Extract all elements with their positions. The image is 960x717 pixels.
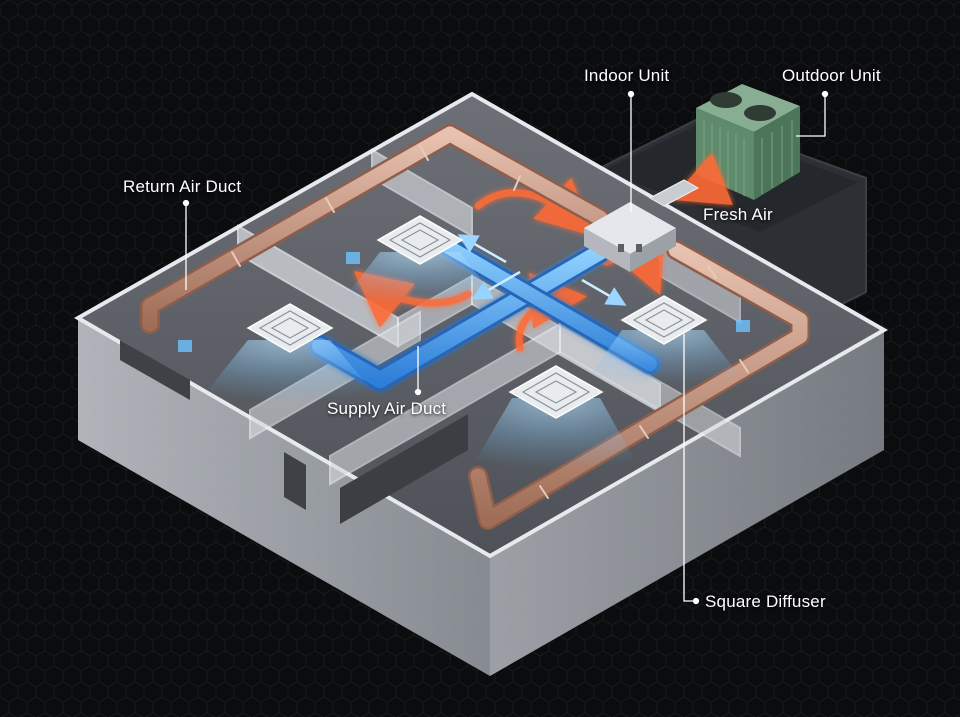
door-opening xyxy=(120,340,190,400)
callout-lines xyxy=(182,90,829,605)
square-diffuser-icon xyxy=(620,295,708,345)
air-blow-cones xyxy=(200,252,746,470)
square-diffuser-icon xyxy=(508,365,604,419)
square-diffuser-icon xyxy=(246,303,334,353)
fresh-air-duct xyxy=(648,179,700,207)
building-wall-right xyxy=(490,330,884,676)
indoor-unit-icon xyxy=(584,202,676,272)
door-opening xyxy=(340,414,468,524)
return-air-duct xyxy=(140,124,810,530)
square-diffuser-label: Square Diffuser xyxy=(705,592,826,611)
supply-air-duct-label: Supply Air Duct xyxy=(327,399,447,418)
door-opening xyxy=(284,452,306,510)
outdoor-unit-icon xyxy=(696,84,800,200)
indoor-unit-label: Indoor Unit xyxy=(584,66,670,85)
building-rim xyxy=(73,91,889,559)
outdoor-unit-label: Outdoor Unit xyxy=(782,66,881,85)
square-diffuser-icon xyxy=(376,215,464,265)
return-vent xyxy=(736,320,750,332)
return-vent xyxy=(346,252,360,264)
return-vent xyxy=(178,340,192,352)
fresh-air-label: Fresh Air xyxy=(703,205,773,224)
return-air-duct-label: Return Air Duct xyxy=(123,177,242,196)
